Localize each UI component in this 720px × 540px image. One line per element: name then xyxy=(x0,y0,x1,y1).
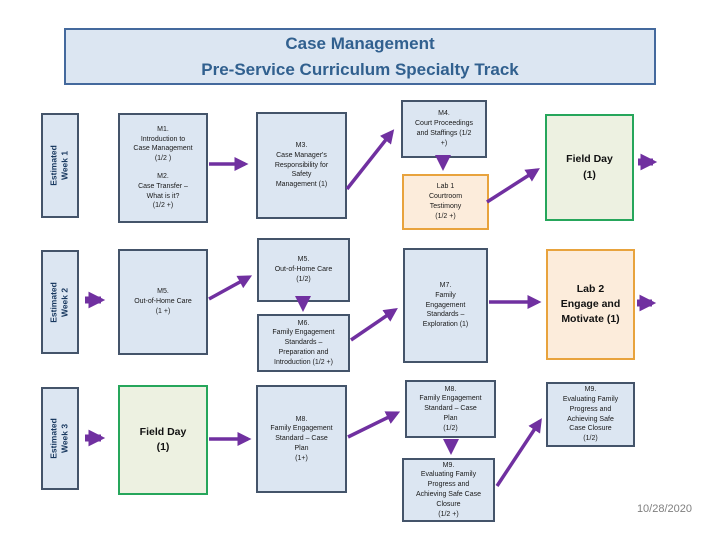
week2-label: Estimated Week 2 xyxy=(41,250,79,354)
week3-label-text: Estimated Week 3 xyxy=(48,418,70,459)
module-m9-half-text: M9. Evaluating Family Progress and Achie… xyxy=(562,386,619,443)
module-m2-text: M2. Case Transfer – What is it? (1/2 +) xyxy=(138,173,188,210)
module-box-m6: M6. Family Engagement Standards – Prepar… xyxy=(257,314,350,372)
module-m6-text: M6. Family Engagement Standards – Prepar… xyxy=(272,319,335,366)
connector-week3-m9full-to-m9half xyxy=(495,418,542,487)
module-m7-text: M7. Family Engagement Standards – Explor… xyxy=(422,282,469,329)
week2-label-text: Estimated Week 2 xyxy=(48,281,70,323)
page-title-line2: Pre-Service Curriculum Specialty Track xyxy=(201,59,519,79)
module-m8-full-text: M8. Family Engagement Standard – Case Pl… xyxy=(270,415,333,462)
connector-week1-m3-to-m4 xyxy=(345,129,395,191)
module-box-m5-full: M5. Out-of-Home Care (1 +) xyxy=(118,249,208,355)
connector-week2-m5full-to-m5half xyxy=(208,275,253,301)
lab2-text: Lab 2 Engage and Motivate (1) xyxy=(560,282,621,326)
module-m4-text: M4. Court Proceedings and Staffings (1/2… xyxy=(415,110,473,147)
module-box-m9-full: M9. Evaluating Family Progress and Achie… xyxy=(402,458,495,522)
page-title-line1: Case Management xyxy=(285,34,435,53)
module-box-m9-half: M9. Evaluating Family Progress and Achie… xyxy=(546,382,635,447)
module-box-m4: M4. Court Proceedings and Staffings (1/2… xyxy=(401,100,487,158)
field-day-box-week3: Field Day (1) xyxy=(118,385,208,495)
date-stamp: 10/28/2020 xyxy=(636,503,692,515)
module-m8-half-text: M8. Family Engagement Standard – Case Pl… xyxy=(419,385,482,432)
module-m1-text: M1. Introduction to Case Management (1/2… xyxy=(133,125,193,163)
connector-week1-lab1-to-fieldday xyxy=(486,168,540,204)
week3-label: Estimated Week 3 xyxy=(41,387,79,490)
module-m3-text: M3. Case Manager's Responsibility for Sa… xyxy=(274,142,329,189)
field-day-week1-text: Field Day (1) xyxy=(566,153,613,181)
module-box-m1-m2: M1. Introduction to Case Management (1/2… xyxy=(118,113,208,223)
module-box-m7: M7. Family Engagement Standards – Explor… xyxy=(403,248,488,363)
module-m5-full-text: M5. Out-of-Home Care (1 +) xyxy=(134,288,192,315)
connector-week3-m8full-to-m8half xyxy=(347,411,401,439)
module-box-m8-full: M8. Family Engagement Standard – Case Pl… xyxy=(256,385,347,493)
week1-label: Estimated Week 1 xyxy=(41,113,79,218)
module-box-m8-half: M8. Family Engagement Standard – Case Pl… xyxy=(405,380,496,438)
module-box-m3: M3. Case Manager's Responsibility for Sa… xyxy=(256,112,347,219)
lab2-box: Lab 2 Engage and Motivate (1) xyxy=(546,249,635,360)
week1-label-text: Estimated Week 1 xyxy=(48,145,70,186)
lab1-box: Lab 1 Courtroom Testimony (1/2 +) xyxy=(402,174,489,230)
lab1-text: Lab 1 Courtroom Testimony (1/2 +) xyxy=(428,183,463,220)
connector-week2-m6-to-m7 xyxy=(350,308,398,342)
field-day-week3-text: Field Day (1) xyxy=(139,425,187,453)
page-title: Case Management Pre-Service Curriculum S… xyxy=(64,28,656,85)
field-day-box-week1: Field Day (1) xyxy=(545,114,634,221)
module-m5-half-text: M5. Out-of-Home Care (1/2) xyxy=(274,256,333,283)
module-box-m5-half: M5. Out-of-Home Care (1/2) xyxy=(257,238,350,302)
module-m9-full-text: M9. Evaluating Family Progress and Achie… xyxy=(416,461,481,518)
